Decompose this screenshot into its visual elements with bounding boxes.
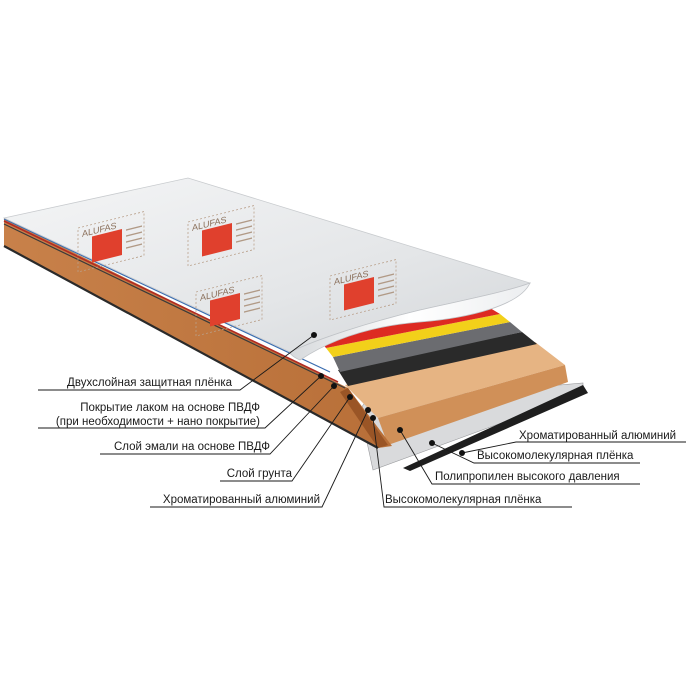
- panel-edge-line-red: [3, 220, 339, 383]
- upper-hm-film-top: [338, 332, 537, 386]
- aluminium-top-face: [333, 322, 522, 372]
- logo-fine-print: [244, 301, 260, 307]
- leader-protective-film: [38, 334, 315, 391]
- label-primer: Слой грунта: [227, 467, 292, 481]
- leader-primer: [220, 396, 351, 482]
- logo-fine-print: [378, 285, 394, 291]
- leader-hm-film-top-dot: [370, 415, 376, 421]
- alufas-logo-print: ALUFAS: [329, 259, 397, 321]
- label-pvdf-enamel-text: Слой эмали на основе ПВДФ: [113, 441, 270, 453]
- leader-polypropylene-core-dot: [397, 427, 403, 433]
- logo-fine-print: [236, 225, 252, 231]
- logo-fine-print: [126, 243, 142, 249]
- label-pvdf-lacquer-line1: Покрытие лаком на основе ПВДФ: [80, 402, 260, 414]
- alufas-logo-print: ALUFAS: [195, 275, 263, 337]
- logo-fine-print: [126, 225, 142, 231]
- logo-fine-print: [244, 307, 260, 313]
- label-hm-film-top: Высокомолекулярная плёнка: [385, 493, 541, 507]
- protective-film-curl: [288, 282, 531, 361]
- alufas-logo-print: ALUFAS: [77, 211, 145, 273]
- panel-edge-line-dark-top: [3, 223, 346, 389]
- leader-hm-film-top: [372, 417, 572, 508]
- logo-fine-print: [378, 273, 394, 279]
- logo-red-square: [344, 277, 374, 311]
- leader-chromated-aluminium-bottom: [461, 441, 686, 454]
- label-hm-film-bottom: Высокомолекулярная плёнка: [477, 449, 633, 463]
- label-pvdf-enamel: Слой эмали на основе ПВДФ: [114, 440, 270, 454]
- leader-hm-film-bottom-dot: [429, 440, 435, 446]
- logo-red-square: [210, 293, 240, 327]
- leader-protective-film-dot: [311, 332, 317, 338]
- label-protective-film: Двухслойная защитная плёнка: [67, 376, 232, 390]
- logo-fine-print: [244, 295, 260, 301]
- logo-fine-print: [236, 231, 252, 237]
- panel-edge-line-blue: [3, 218, 331, 373]
- leader-pvdf-enamel: [100, 385, 335, 455]
- core-top-face: [345, 342, 565, 418]
- leader-primer-dot: [347, 394, 353, 400]
- alufas-logo-print: ALUFAS: [187, 205, 255, 267]
- leader-chromated-aluminium-top-dot: [365, 407, 371, 413]
- logo-red-square: [202, 223, 232, 257]
- film-print-logos: ALUFAS ALUFAS ALUFAS ALUFAS: [77, 205, 397, 337]
- label-chromated-aluminium-top: Хроматированный алюминий: [163, 493, 320, 507]
- logo-fine-print: [244, 289, 260, 295]
- primer-layer: [326, 314, 510, 357]
- panel-edge-line-dark: [3, 245, 379, 449]
- logo-fine-print: [378, 291, 394, 297]
- leader-chromated-aluminium-top: [150, 409, 369, 508]
- leader-hm-film-bottom: [431, 442, 640, 464]
- logo-fine-print: [236, 237, 252, 243]
- leader-polypropylene-core: [399, 429, 640, 485]
- label-hm-film-top-text: Высокомолекулярная плёнка: [385, 494, 542, 506]
- logo-fine-print: [126, 237, 142, 243]
- label-protective-film-text: Двухслойная защитная плёнка: [67, 377, 232, 389]
- label-hm-film-bottom-text: Высокомолекулярная плёнка: [477, 450, 634, 462]
- leader-lines: [38, 332, 686, 508]
- label-chromated-aluminium-bottom-text: Хроматированный алюминий: [519, 430, 677, 442]
- label-chromated-aluminium-bottom: Хроматированный алюминий: [519, 429, 676, 443]
- label-pvdf-lacquer: Покрытие лаком на основе ПВДФ (при необх…: [56, 401, 260, 429]
- label-chromated-aluminium-top-text: Хроматированный алюминий: [162, 494, 320, 506]
- logo-fine-print: [378, 279, 394, 285]
- logo-fine-print: [236, 219, 252, 225]
- label-polypropylene-core-text: Полипропилен высокого давления: [435, 471, 620, 483]
- leader-pvdf-lacquer: [38, 375, 322, 429]
- core-front-face: [378, 365, 568, 445]
- logo-fine-print: [126, 231, 142, 237]
- label-polypropylene-core: Полипропилен высокого давления: [435, 470, 620, 484]
- panel-core-edge: [4, 218, 392, 448]
- logo-red-square: [92, 229, 122, 263]
- label-pvdf-lacquer-line2: (при необходимости + нано покрытие): [55, 416, 260, 428]
- leader-pvdf-enamel-dot: [331, 383, 337, 389]
- label-primer-text: Слой грунта: [226, 468, 292, 480]
- leader-chromated-aluminium-bottom-dot: [459, 450, 465, 456]
- bottom-hm-film-layer: [403, 385, 588, 471]
- leader-pvdf-lacquer-dot: [318, 373, 324, 379]
